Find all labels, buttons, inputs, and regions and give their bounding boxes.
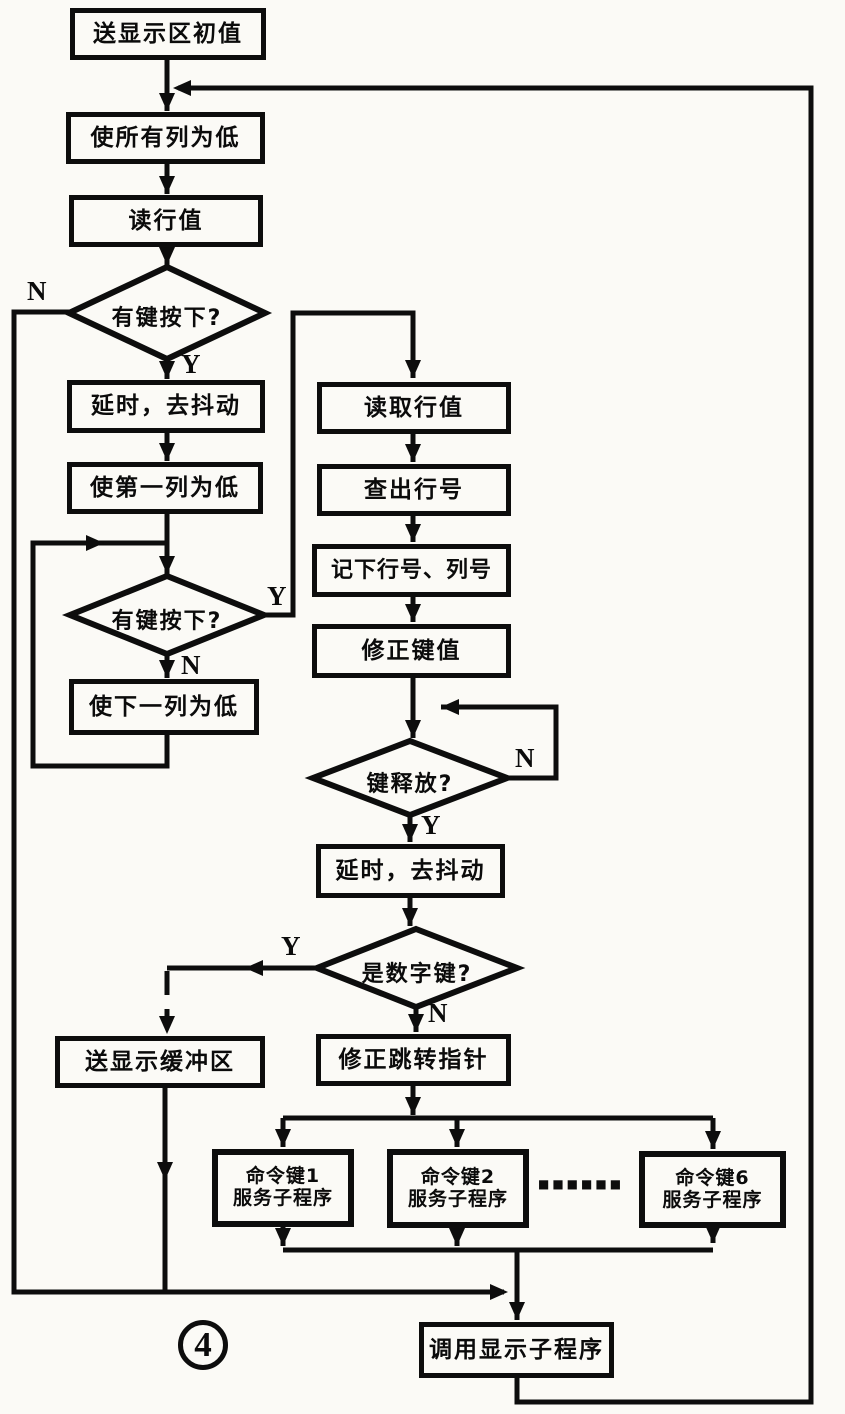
node-init-display: 送显示区初值 [70, 8, 266, 60]
node-read-row: 读行值 [69, 195, 263, 247]
edge-yes-label-2: Y [267, 581, 287, 611]
node-find-row-num: 查出行号 [317, 464, 511, 516]
node-send-display-buffer: 送显示缓冲区 [55, 1036, 265, 1088]
node-cmd-key-2-line2: 服务子程序 [407, 1187, 508, 1210]
edge-yes-label-4: Y [281, 931, 301, 961]
edge-no-label-1: N [27, 276, 47, 306]
node-cmd-key-2-line1: 命令键2 [420, 1165, 496, 1188]
node-next-col-low: 使下一列为低 [69, 679, 259, 735]
node-cmd-key-1: 命令键1 服务子程序 [212, 1149, 354, 1227]
edge-no-label-3: N [515, 743, 535, 773]
node-first-col-low: 使第一列为低 [67, 462, 263, 514]
edge-no-label-2: N [181, 650, 201, 680]
edge-yes-label-1: Y [181, 349, 201, 379]
node-record-row-col: 记下行号、列号 [312, 544, 511, 597]
node-read-row-value: 读取行值 [317, 382, 511, 434]
node-cmd-key-n-line2: 服务子程序 [662, 1188, 763, 1211]
edge-yes-label-3: Y [421, 810, 441, 840]
node-cmd-key-n-line1: 命令键6 [675, 1166, 750, 1189]
node-fix-key-value: 修正键值 [312, 624, 511, 678]
node-debounce-1: 延时，去抖动 [67, 380, 265, 433]
edge-no-label-4: N [428, 998, 448, 1028]
node-all-cols-low: 使所有列为低 [66, 112, 265, 164]
ellipsis-dots: ■■■■■■ [538, 1177, 625, 1191]
node-cmd-key-1-line1: 命令键1 [245, 1165, 321, 1188]
node-cmd-key-n: 命令键6 服务子程序 [639, 1151, 786, 1228]
node-debounce-2: 延时，去抖动 [316, 844, 505, 898]
figure-number-badge: 4 [178, 1320, 228, 1370]
node-cmd-key-2: 命令键2 服务子程序 [387, 1149, 529, 1228]
node-cmd-key-1-line2: 服务子程序 [232, 1187, 333, 1209]
node-fix-jump-pointer: 修正跳转指针 [316, 1034, 511, 1086]
node-call-display-sub: 调用显示子程序 [419, 1322, 614, 1378]
